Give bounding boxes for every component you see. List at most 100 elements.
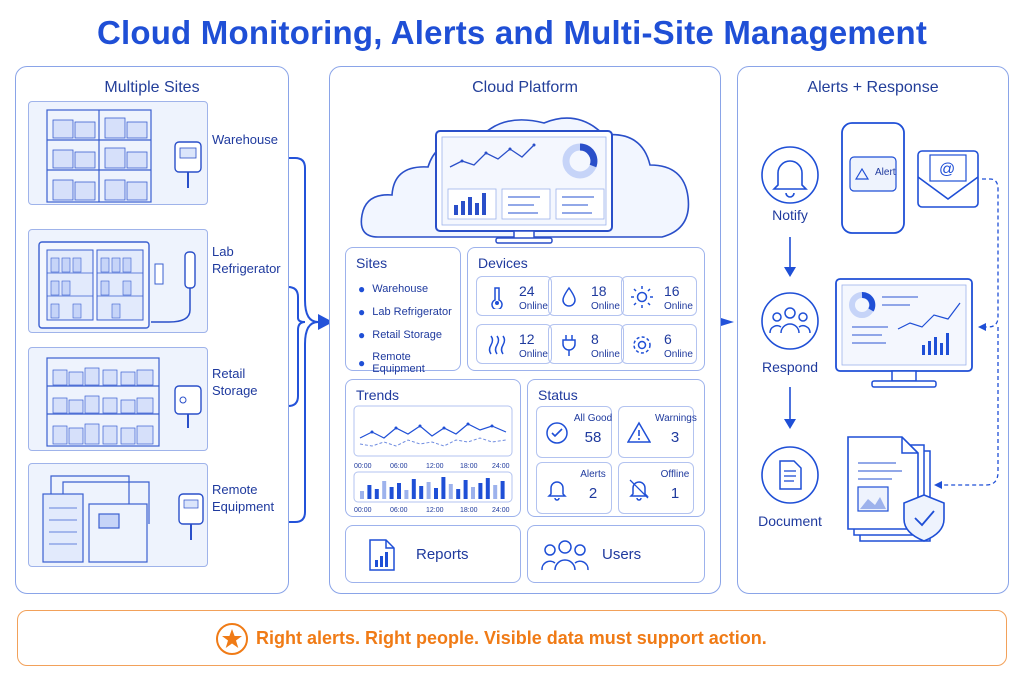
site-label-retail-storage: Retail Storage [212, 366, 258, 398]
trend-bar [397, 483, 401, 499]
bell-icon [547, 481, 567, 501]
trend-bar [374, 489, 379, 499]
warehouse-illustration [28, 101, 208, 205]
retail-storage-illustration [28, 347, 208, 451]
warning-icon [627, 421, 651, 443]
trend-bar [360, 491, 364, 499]
email-icon: @ [917, 150, 979, 208]
svg-text:06:00: 06:00 [390, 507, 408, 514]
site-label-warehouse: Warehouse [212, 132, 278, 147]
trend-bar [367, 485, 372, 499]
trend-bar [500, 481, 505, 499]
svg-text:12:00: 12:00 [426, 463, 444, 470]
svg-text:06:00: 06:00 [390, 463, 408, 470]
trend-bar [426, 482, 431, 499]
bell-off-icon [629, 479, 649, 501]
cloud-monitor-icon [360, 117, 690, 244]
response-dashboard-monitor-icon [835, 278, 973, 388]
device-cell[interactable]: 12 Online [476, 324, 552, 364]
secure-records-icon [847, 436, 945, 542]
thermometer-icon [491, 287, 503, 309]
trends-panel-title: Trends [356, 387, 400, 403]
sites-panel-item[interactable]: ●Lab Refrigerator [358, 305, 452, 319]
plug-icon [562, 335, 576, 356]
heat-waves-icon [488, 335, 506, 355]
device-cell[interactable]: 8 Online [548, 324, 624, 364]
trend-bar [493, 485, 498, 499]
notify-bell-icon [761, 146, 819, 204]
footer-text: Right alerts. Right people. Visible data… [256, 628, 767, 648]
status-panel: Status All Good 58 Warnings 3 Alerts 2 O… [527, 379, 705, 517]
status-cell-all-good[interactable]: All Good 58 [536, 406, 612, 458]
devices-panel: Devices 24 Online 18 Online 16 Online 12… [467, 247, 705, 371]
trend-bar [434, 488, 438, 499]
respond-team-icon [761, 292, 819, 350]
trend-bar [404, 490, 409, 499]
device-cell[interactable]: 18 Online [548, 276, 624, 316]
users-icon [541, 540, 589, 571]
page-title: Cloud Monitoring, Alerts and Multi-Site … [96, 14, 928, 51]
star-badge-icon [216, 623, 248, 655]
sites-panel-item[interactable]: ●Remote Equipment [358, 351, 425, 375]
trend-bar [419, 486, 424, 499]
users-button[interactable]: Users [527, 525, 705, 583]
svg-text:18:00: 18:00 [460, 463, 478, 470]
trend-bar [448, 484, 453, 499]
remote-equipment-illustration [28, 463, 208, 567]
cloud-column-title: Cloud Platform [472, 79, 578, 96]
users-label: Users [602, 546, 642, 563]
trend-bar [478, 483, 483, 499]
svg-text:18:00: 18:00 [460, 507, 478, 514]
document-label: Document [758, 513, 822, 529]
sites-panel-item[interactable]: ●Warehouse [358, 282, 429, 296]
device-cell[interactable]: 6 Online [621, 324, 697, 364]
trend-bar [471, 487, 475, 499]
trend-bar [463, 480, 468, 499]
svg-text:12:00: 12:00 [426, 507, 444, 514]
location-pin-icon: ● [358, 305, 366, 319]
sites-panel: Sites ●Warehouse ●Lab Refrigerator ●Reta… [345, 247, 461, 375]
alerts-flow-diagram: @ [761, 122, 999, 542]
svg-text:@: @ [939, 161, 955, 178]
status-cell-warnings[interactable]: Warnings 3 [618, 406, 697, 458]
footer-banner: Right alerts. Right people. Visible data… [17, 610, 1007, 666]
gear-icon [633, 336, 651, 354]
trend-bar [382, 481, 387, 499]
location-pin-icon: ● [358, 282, 366, 296]
sites-panel-title: Sites [356, 255, 388, 271]
site-label-remote-equipment: Remote Equipment [212, 482, 275, 514]
device-cell[interactable]: 24 Online [476, 276, 552, 316]
alerts-column-title: Alerts + Response [807, 79, 939, 96]
trend-bar [411, 479, 416, 499]
device-cell[interactable]: 16 Online [621, 276, 697, 316]
sites-column-title: Multiple Sites [104, 79, 200, 96]
check-circle-icon [546, 422, 568, 444]
location-pin-icon: ● [358, 356, 366, 370]
location-pin-icon: ● [358, 328, 366, 342]
status-cell-alerts[interactable]: Alerts 2 [536, 462, 612, 514]
status-panel-title: Status [538, 387, 578, 403]
trend-bar [441, 477, 446, 499]
phone-alert-label: Alert [875, 167, 896, 178]
status-cell-offline[interactable]: Offline 1 [618, 462, 694, 514]
report-document-icon [369, 539, 395, 571]
reports-label: Reports [416, 546, 469, 563]
trend-bar [456, 489, 461, 499]
multiple-sites-column: Multiple Sites Warehouse [15, 66, 289, 594]
svg-text:00:00: 00:00 [354, 463, 372, 470]
cloud-platform-column: Cloud Platform Sites ●Warehouse ●Lab Ref… [329, 66, 721, 594]
alerts-response-column: Alerts + Response @ [737, 66, 1009, 594]
sites-panel-item[interactable]: ●Retail Storage [358, 328, 442, 342]
reports-button[interactable]: Reports [345, 525, 521, 583]
trend-bar [485, 478, 490, 499]
lab-refrigerator-illustration [28, 229, 208, 333]
trends-charts: 00:00 06:00 12:00 18:00 24:00 00:00 06:0… [353, 405, 513, 514]
trends-panel: Trends 00:00 06:00 12:00 18:00 24:00 00:… [345, 379, 521, 517]
svg-text:24:00: 24:00 [492, 463, 510, 470]
document-icon [761, 446, 819, 504]
droplet-icon [562, 286, 576, 307]
phone-alert-icon [841, 122, 905, 234]
respond-label: Respond [761, 359, 819, 375]
trend-bar [389, 487, 394, 499]
sun-icon [631, 286, 653, 308]
